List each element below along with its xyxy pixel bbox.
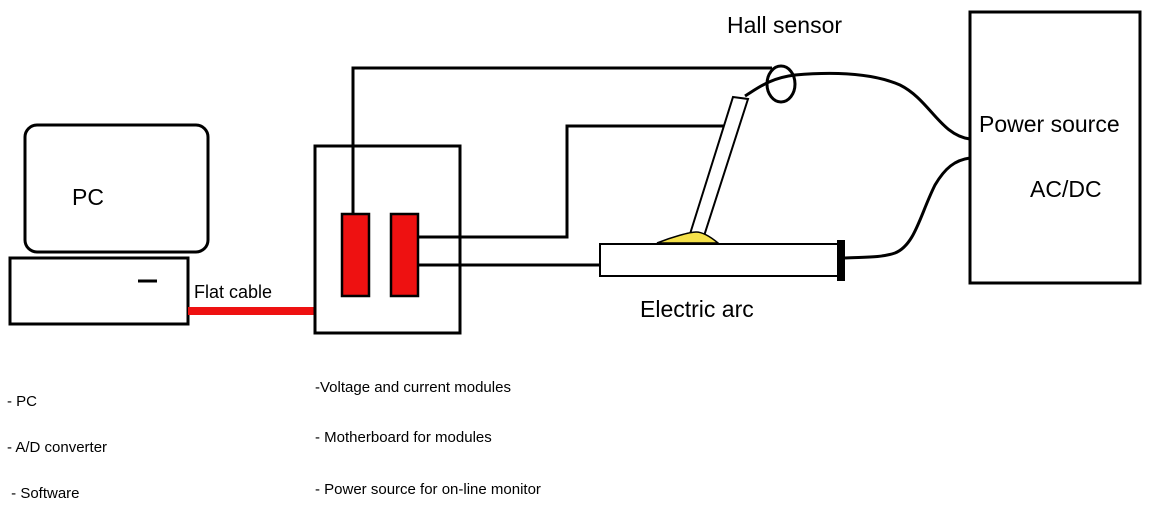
pc-monitor [23,123,210,254]
pc-label: PC [72,184,104,210]
workpiece [599,243,840,277]
power-source-type-label: AC/DC [1030,176,1102,202]
flat-cable-label: Flat cable [194,282,273,302]
module-box [313,144,462,335]
voltage-module [340,212,371,298]
hall-sensor-ring [765,64,797,104]
torch-power-cable [744,71,971,141]
torch-voltage-wire [418,124,735,239]
flat-cable [188,307,315,315]
workpiece-clamp [837,240,845,281]
power-source-label: Power source [979,111,1120,137]
note-left-2: - A/D converter [7,439,108,456]
hall-sensor-wire [351,66,772,214]
note-right-3: - Power source for on-line monitor [315,481,541,498]
hall-sensor-label: Hall sensor [727,12,843,38]
electric-arc-label: Electric arc [640,296,754,322]
welding-torch [688,95,750,238]
weld-pool [656,231,721,244]
current-module [389,212,420,298]
pc-base-unit [8,256,190,326]
note-right-2: - Motherboard for modules [315,429,492,446]
note-left-1: - PC [7,393,37,410]
note-right-1: -Voltage and current modules [315,379,511,396]
power-source-box [968,10,1142,285]
note-left-3: - Software [7,485,80,502]
ground-cable [844,156,971,260]
